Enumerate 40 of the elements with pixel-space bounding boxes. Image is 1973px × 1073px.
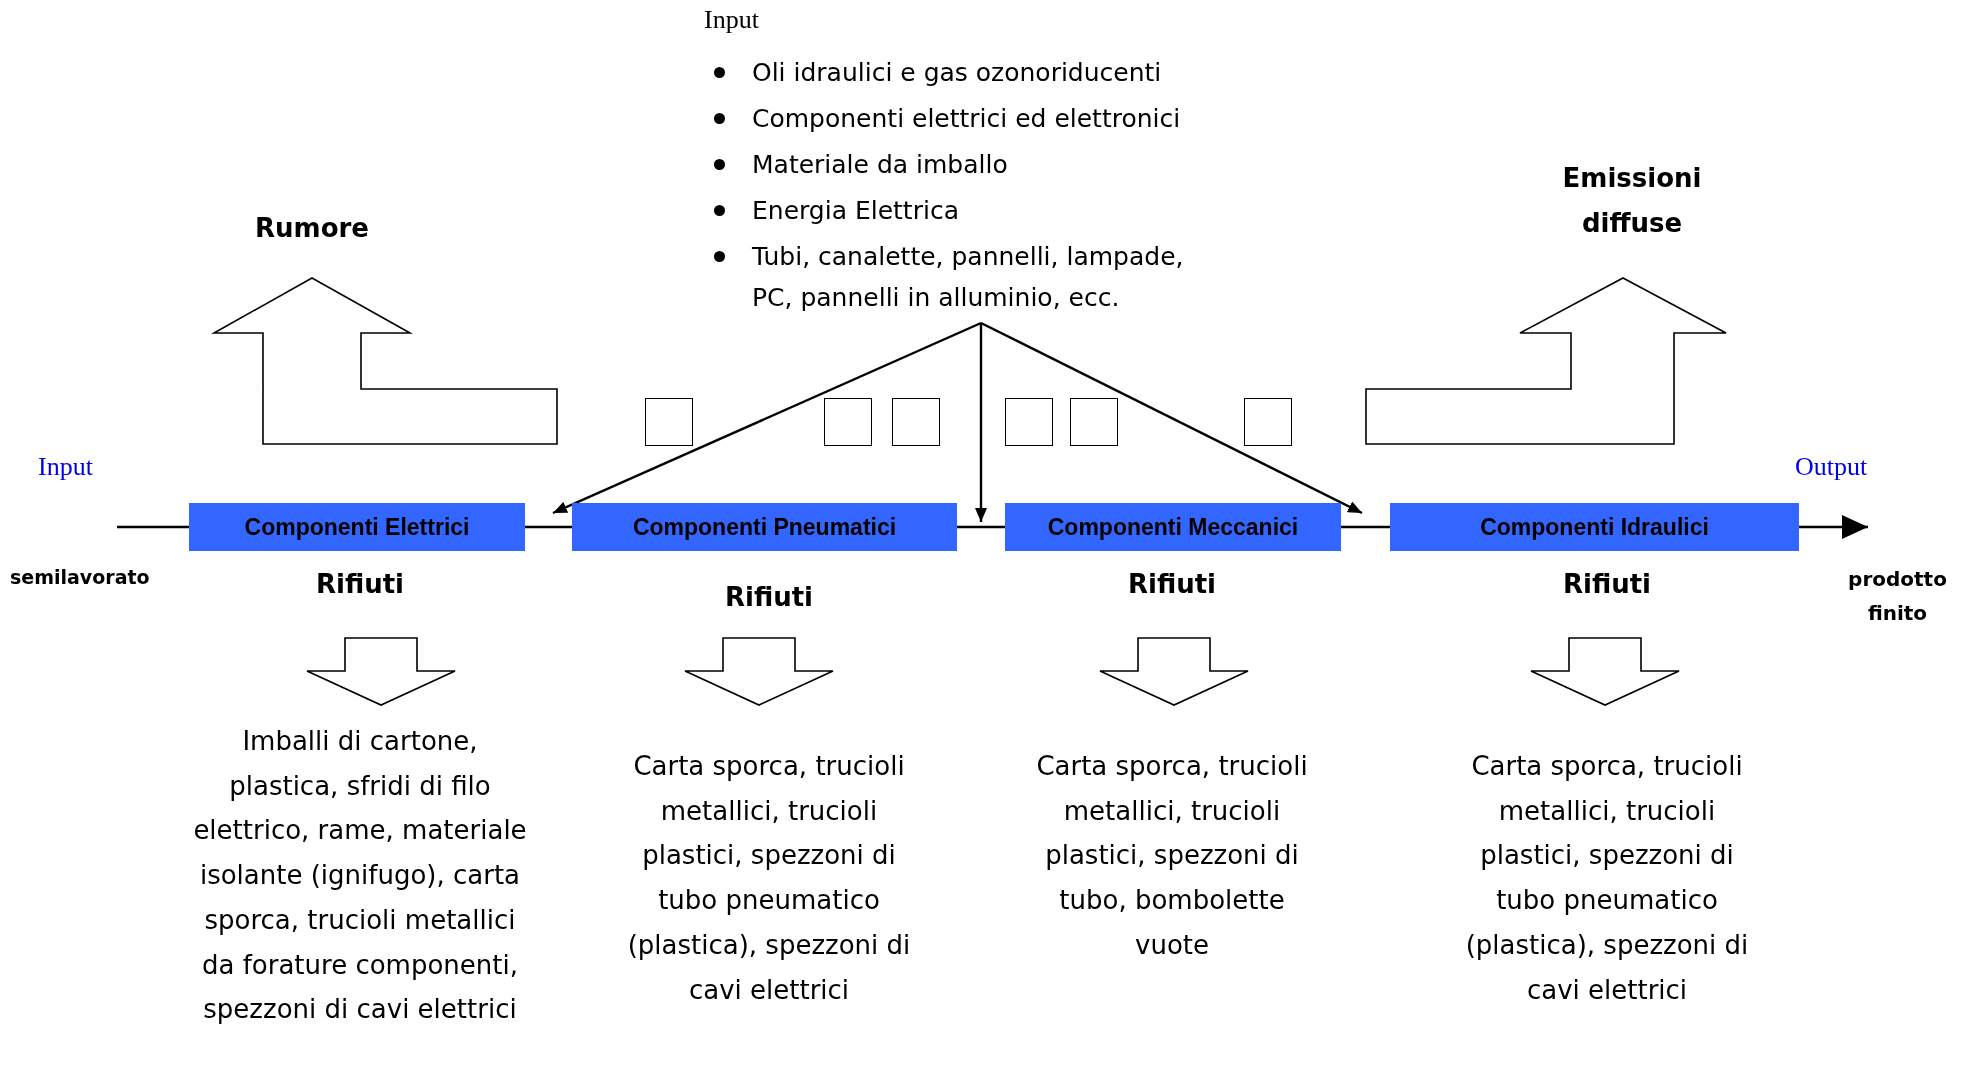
- connector-line: [957, 525, 1005, 529]
- arrow: [552, 321, 982, 515]
- output-heading: Emissioni diffuse: [1512, 156, 1752, 246]
- process-box: Componenti Idraulici: [1390, 503, 1799, 551]
- process-box: Componenti Meccanici: [1005, 503, 1341, 551]
- list-item: Tubi, canalette, pannelli, lampade, PC, pannelli in alluminio, ecc.: [752, 242, 1184, 312]
- empty-box: [1070, 398, 1118, 446]
- empty-box: [892, 398, 940, 446]
- waste-description: Carta sporca, trucioli metallici, trucioli plastici, spezzoni di tubo pneumatico (plastica), spezzoni di cavi elettrici: [1464, 750, 1750, 1007]
- arrow: [980, 321, 1363, 515]
- connector-line: [525, 525, 572, 529]
- waste-heading: Rifiuti: [314, 568, 406, 601]
- process-box: Componenti Pneumatici: [572, 503, 957, 551]
- list-item: Energia Elettrica: [752, 196, 959, 225]
- output-label: Output: [1795, 452, 1868, 482]
- empty-box: [645, 398, 693, 446]
- block-arrow: [210, 277, 558, 445]
- waste-description: Carta sporca, trucioli metallici, trucioli plastici, spezzoni di tubo, bombolette vuote: [1035, 750, 1309, 962]
- start-label: semilavorato: [10, 566, 150, 588]
- end-label: prodotto finito: [1847, 566, 1948, 627]
- waste-description: Imballi di cartone, plastica, sfridi di filo elettrico, rame, materiale isolante (ignifugo), carta sporca, trucioli metallici da forature componenti, spezzoni di cavi elettrici: [192, 725, 528, 1027]
- arrow: [1799, 515, 1868, 539]
- input-heading: Input: [704, 4, 760, 36]
- process-box: Componenti Elettrici: [189, 503, 525, 551]
- arrow: [975, 323, 987, 522]
- block-arrow: [1365, 277, 1727, 445]
- empty-box: [1005, 398, 1053, 446]
- input-label: Input: [38, 452, 93, 482]
- empty-box: [1244, 398, 1292, 446]
- waste-heading: Rifiuti: [723, 581, 815, 614]
- empty-box: [824, 398, 872, 446]
- waste-description: Carta sporca, trucioli metallici, trucioli plastici, spezzoni di tubo pneumatico (plastica), spezzoni di cavi elettrici: [626, 750, 912, 1007]
- waste-heading: Rifiuti: [1561, 568, 1653, 601]
- connector-line: [117, 525, 189, 529]
- waste-heading: Rifiuti: [1126, 568, 1218, 601]
- list-item: Materiale da imballo: [752, 150, 1008, 179]
- output-heading: Rumore: [212, 206, 412, 251]
- list-item: Oli idraulici e gas ozonoriducenti: [752, 58, 1162, 87]
- list-item: Componenti elettrici ed elettronici: [752, 104, 1181, 133]
- connector-line: [1341, 525, 1390, 529]
